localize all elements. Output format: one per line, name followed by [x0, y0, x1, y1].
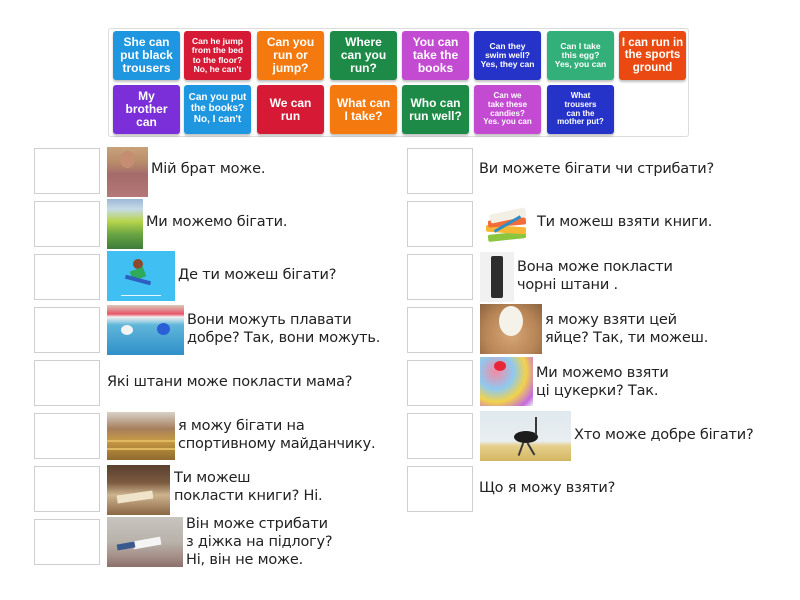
right-row-7-text: Що я можу взяти? — [479, 480, 616, 496]
right-row-3-text: Вона може покласти чорні штани . — [517, 259, 673, 293]
right-row-6-text: Хто може добре бігати? — [574, 427, 754, 443]
tile-what-can-i-take[interactable]: What can I take? — [330, 85, 397, 134]
tile-we-can-run[interactable]: We can run — [257, 85, 324, 134]
black-trousers-photo — [480, 252, 514, 302]
left-row-8-text: Він може стрибати з діжка на підлогу? Ні… — [186, 516, 333, 568]
tile-she-can-put-black-trousers[interactable]: She can put black trousers — [113, 31, 180, 80]
left-row-7-text: Ти можеш покласти книги? Ні. — [174, 470, 323, 504]
drop-box-left-1[interactable] — [34, 148, 100, 194]
tile-what-trousers-can-the-mother-put[interactable]: What trousers can the mother put? — [547, 85, 614, 134]
drop-box-right-4[interactable] — [407, 307, 473, 353]
sports-ground-photo — [107, 412, 175, 460]
runner-illustration — [107, 251, 175, 301]
left-row-2-text: Ми можемо бігати. — [146, 214, 288, 230]
children-running-book — [107, 199, 143, 249]
candies-photo — [480, 357, 533, 406]
tile-can-you-put-the-books[interactable]: Can you put the books? No, I can't — [184, 85, 251, 134]
jumping-boy-photo — [107, 517, 183, 567]
tile-who-can-run-well[interactable]: Who can run well? — [402, 85, 469, 134]
drop-box-right-1[interactable] — [407, 148, 473, 194]
left-row-4-text: Вони можуть плавати добре? Так, вони мож… — [187, 312, 381, 346]
books-stack-icon — [484, 207, 530, 243]
brother-photo — [107, 147, 148, 197]
tile-can-he-jump[interactable]: Can he jump from the bed to the floor? N… — [184, 31, 251, 80]
left-row-3-text: Де ти можеш бігати? — [178, 267, 337, 283]
tile-can-they-swim-well[interactable]: Can they swim well? Yes, they can — [474, 31, 541, 80]
right-row-5-text: Ми можемо взяти ці цукерки? Так. — [536, 365, 669, 399]
tile-my-brother-can[interactable]: My brother can — [113, 85, 180, 134]
drop-box-left-3[interactable] — [34, 254, 100, 300]
drop-box-right-2[interactable] — [407, 201, 473, 247]
tile-i-can-run-in-sports-ground[interactable]: I can run in the sports ground — [619, 31, 686, 80]
old-books-photo — [107, 465, 170, 515]
drop-box-left-5[interactable] — [34, 360, 100, 406]
swimmers-photo — [107, 305, 184, 355]
left-row-6-text: я можу бігати на спортивному майданчику. — [178, 418, 376, 452]
right-row-4-text: я можу взяти цей яйце? Так, ти можеш. — [545, 312, 709, 346]
drop-box-right-7[interactable] — [407, 466, 473, 512]
right-row-1-text: Ви можете бігати чи стрибати? — [479, 161, 714, 177]
drop-box-left-7[interactable] — [34, 466, 100, 512]
drop-box-right-6[interactable] — [407, 413, 473, 459]
drop-box-left-6[interactable] — [34, 413, 100, 459]
tile-can-i-take-this-egg[interactable]: Can I take this egg? Yes, you can — [547, 31, 614, 80]
tile-where-can-you-run[interactable]: Where can you run? — [330, 31, 397, 80]
drop-box-right-5[interactable] — [407, 360, 473, 406]
left-row-1-text: Мій брат може. — [151, 161, 266, 177]
tile-can-you-run-or-jump[interactable]: Can you run or jump? — [257, 31, 324, 80]
drop-box-left-2[interactable] — [34, 201, 100, 247]
right-row-2-text: Ти можеш взяти книги. — [537, 214, 713, 230]
drop-box-left-4[interactable] — [34, 307, 100, 353]
eggs-photo — [480, 304, 542, 354]
tile-you-can-take-the-books[interactable]: You can take the books — [402, 31, 469, 80]
ostrich-photo — [480, 411, 571, 461]
left-row-5-text: Які штани може покласти мама? — [107, 374, 353, 390]
drop-box-left-8[interactable] — [34, 519, 100, 565]
tile-can-we-take-these-candies[interactable]: Can we take these candies? Yes. you can — [474, 85, 541, 134]
drop-box-right-3[interactable] — [407, 254, 473, 300]
